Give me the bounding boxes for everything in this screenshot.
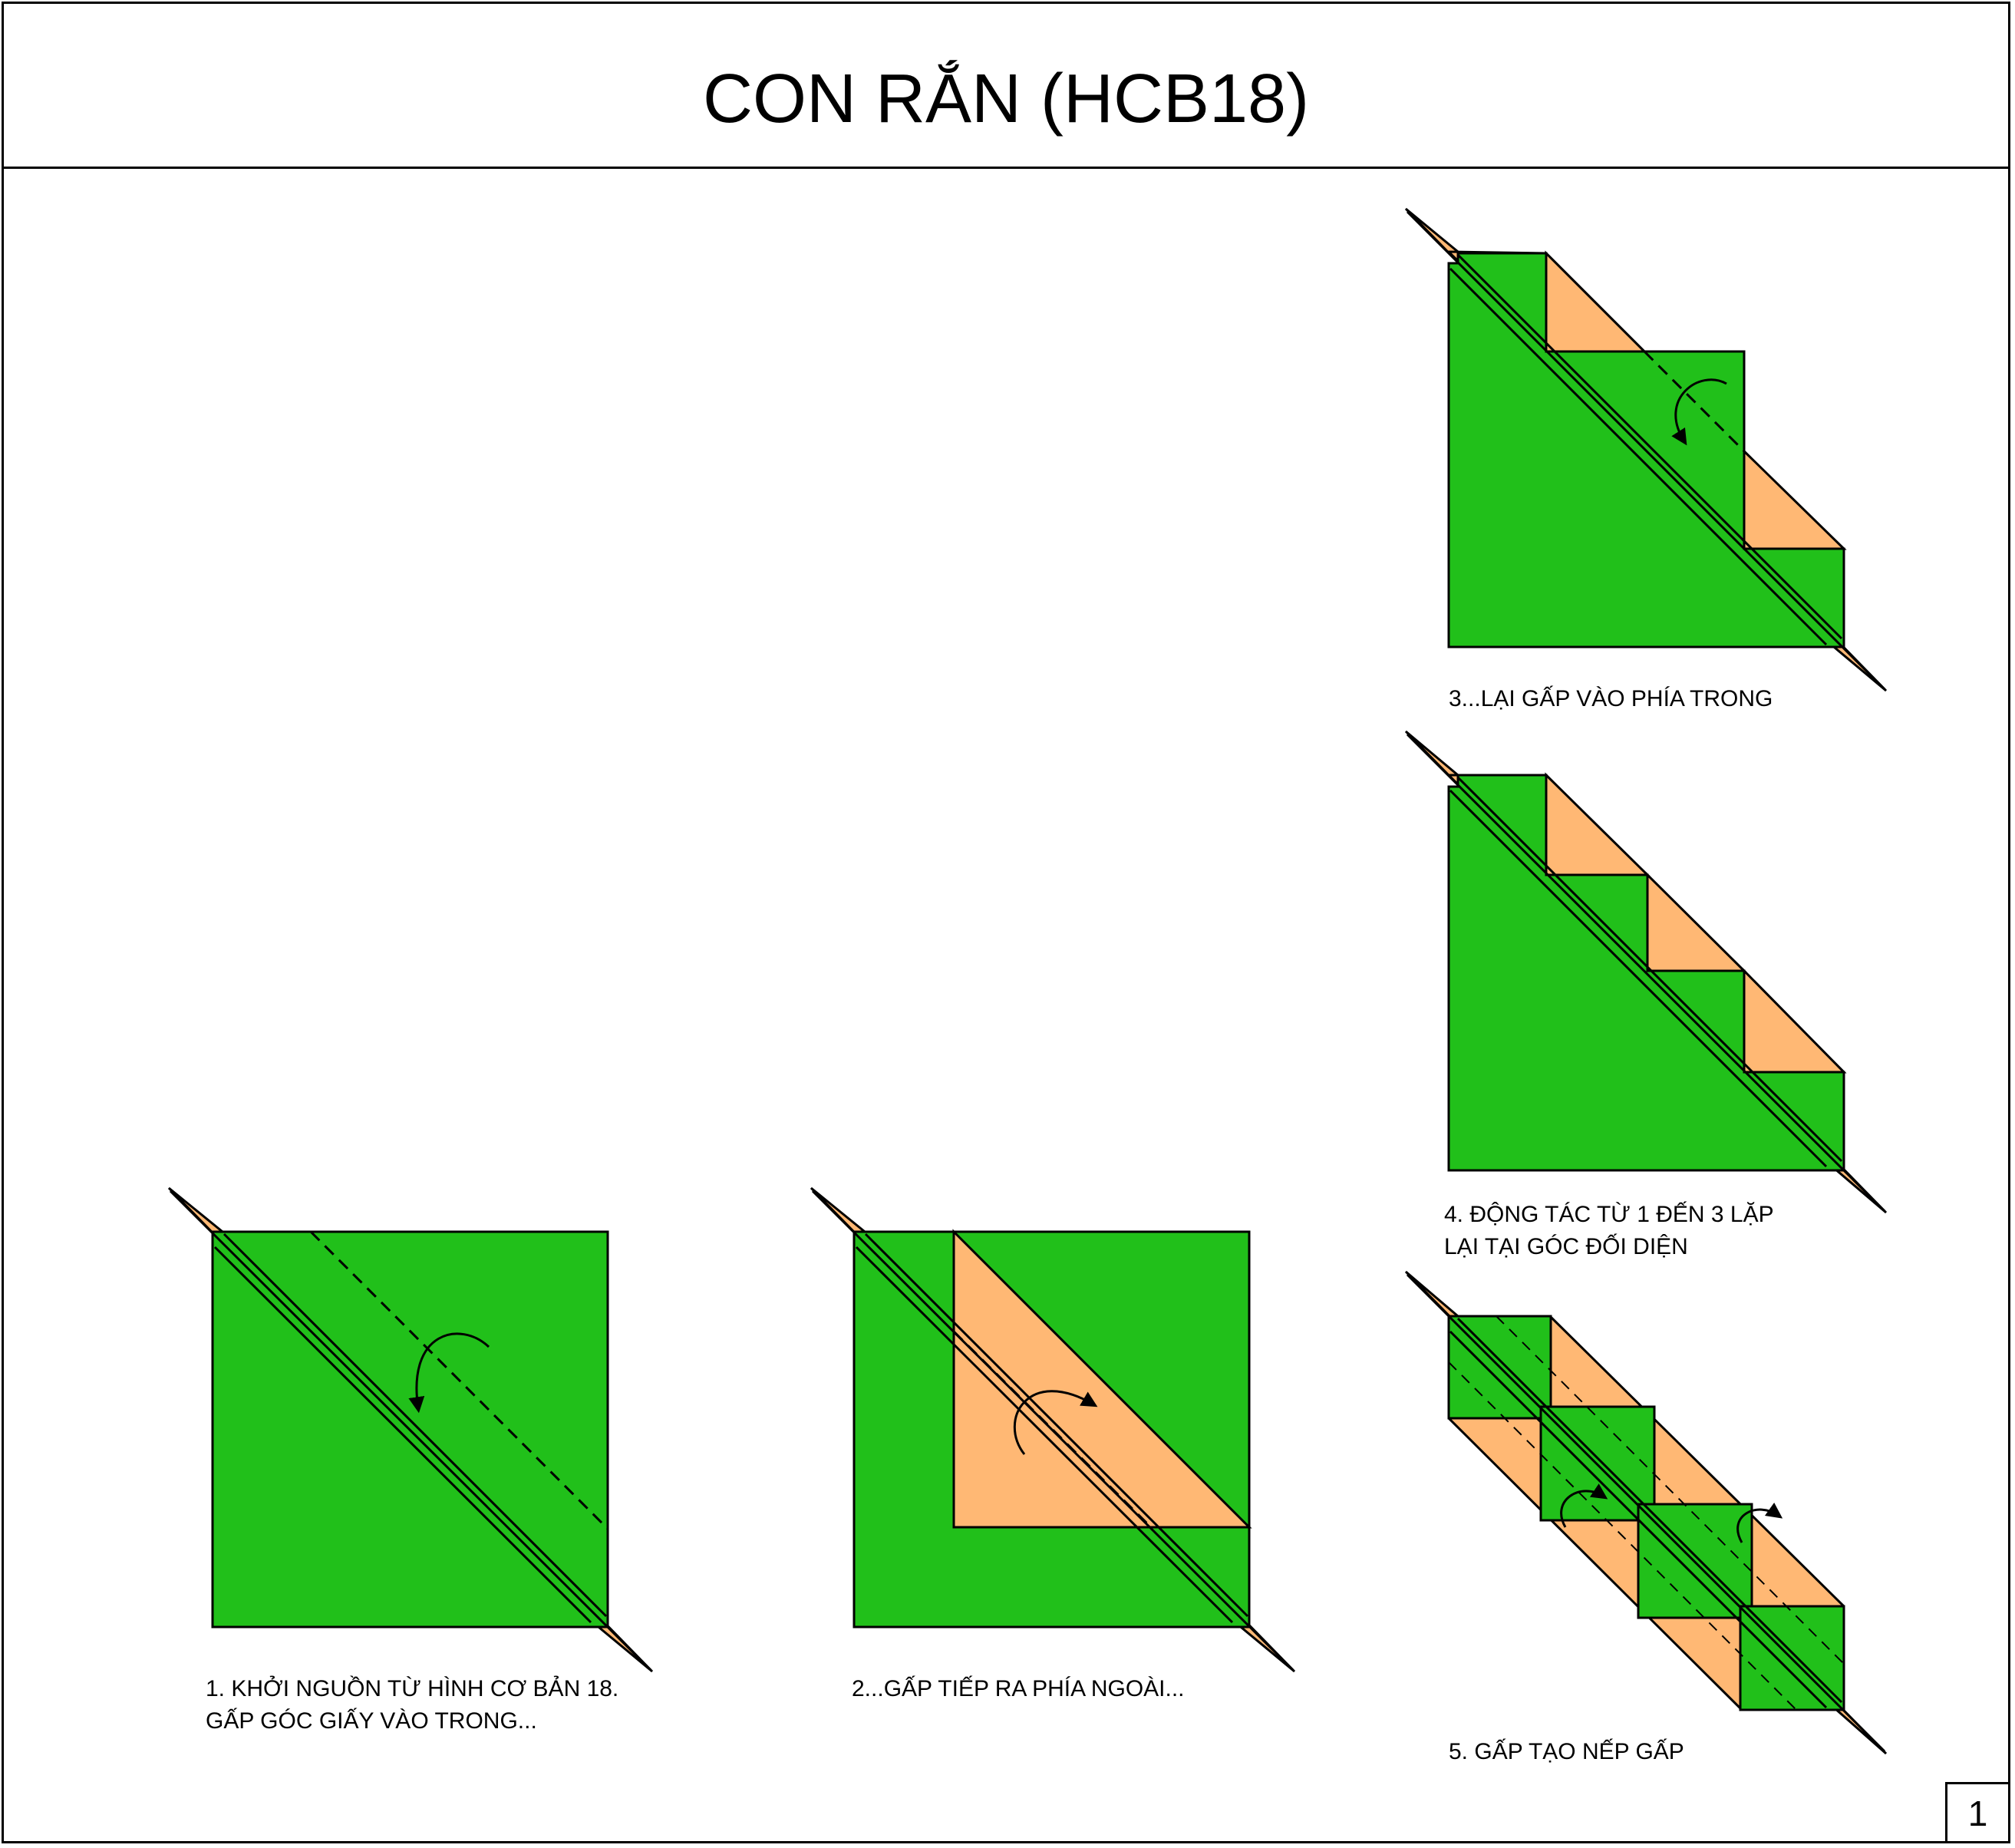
step-3-edge [1406,210,1886,691]
step-5-edge [1449,1330,1828,1709]
step-1-edge [169,1190,652,1671]
step-2-fold-arrow [1013,1390,1098,1455]
step-5-fold-line [1496,1315,1845,1665]
step-2-edge [864,1233,1249,1618]
step-5-fold-arrow [1736,1502,1783,1543]
step-5-edge [1406,1273,1886,1753]
step-1-caption: 1. KHỞI NGUỒN TỪ HÌNH CƠ BẢN 18. GẤP GÓC… [206,1673,618,1737]
step-1-caption-line2: GẤP GÓC GIẤY VÀO TRONG... [206,1708,537,1734]
step-2-caption: 2...GẤP TIẾP RA PHÍA NGOÀI... [852,1673,1185,1705]
step-2-caption-line1: 2...GẤP TIẾP RA PHÍA NGOÀI... [852,1676,1185,1701]
step-5-diagram [1404,1270,1888,1755]
step-3-caption: 3...LẠI GẤP VÀO PHÍA TRONG [1449,683,1773,715]
step-3-orange-triangle [1545,250,1647,353]
step-1-edge [223,1233,608,1618]
step-4-edge [1406,733,1886,1213]
step-2-folded-flap [952,1229,1252,1529]
step-3-edge [1456,253,1843,640]
step-5-caption-line1: 5. GẤP TẠO NẾP GẤP [1449,1739,1684,1764]
step-4-caption: 4. ĐỘNG TÁC TỪ 1 ĐẾN 3 LẶP LẠI TẠI GÓC Đ… [1444,1199,1774,1263]
step-5-edge [1456,1317,1843,1704]
step-1-fold-arrow [408,1332,490,1414]
step-1-fold-line [309,1230,609,1530]
step-1-diagram [167,1186,654,1673]
step-2-fold-line [952,1330,1153,1529]
page-title: CON RẮN (HCB18) [702,61,1310,137]
step-5-fold-line [1448,1361,1797,1711]
step-3-caption-line1: 3...LẠI GẤP VÀO PHÍA TRONG [1449,686,1773,711]
step-4-edge [1449,789,1828,1168]
step-3-fold-line [1643,350,1746,453]
step-4-edge [1456,776,1843,1163]
step-4-caption-line1: 4. ĐỘNG TÁC TỪ 1 ĐẾN 3 LẶP [1444,1202,1774,1227]
step-3-fold-arrow [1671,378,1727,446]
step-2-edge [855,1246,1234,1624]
step-1-edge [213,1246,592,1624]
step-5-caption: 5. GẤP TẠO NẾP GẤP [1449,1736,1684,1768]
step-4-caption-line2: LẠI TẠI GÓC ĐỐI DIỆN [1444,1234,1688,1259]
step-3-diagram [1404,207,1888,692]
step-3-edge [1449,267,1828,646]
step-5-fold-arrow [1560,1483,1608,1528]
step-4-orange-triangle [1646,872,1747,972]
step-2-diagram [810,1186,1296,1673]
step-1-caption-line1: 1. KHỞI NGUỒN TỪ HÌNH CƠ BẢN 18. [206,1676,619,1701]
step-4-orange-triangle [1743,968,1847,1074]
title-bar: CON RẮN (HCB18) [2,2,2010,169]
step-3-orange-triangle [1743,448,1847,550]
step-4-orange-triangle [1545,772,1651,876]
page-number: 1 [1945,1782,2010,1843]
step-4-diagram [1404,730,1888,1214]
